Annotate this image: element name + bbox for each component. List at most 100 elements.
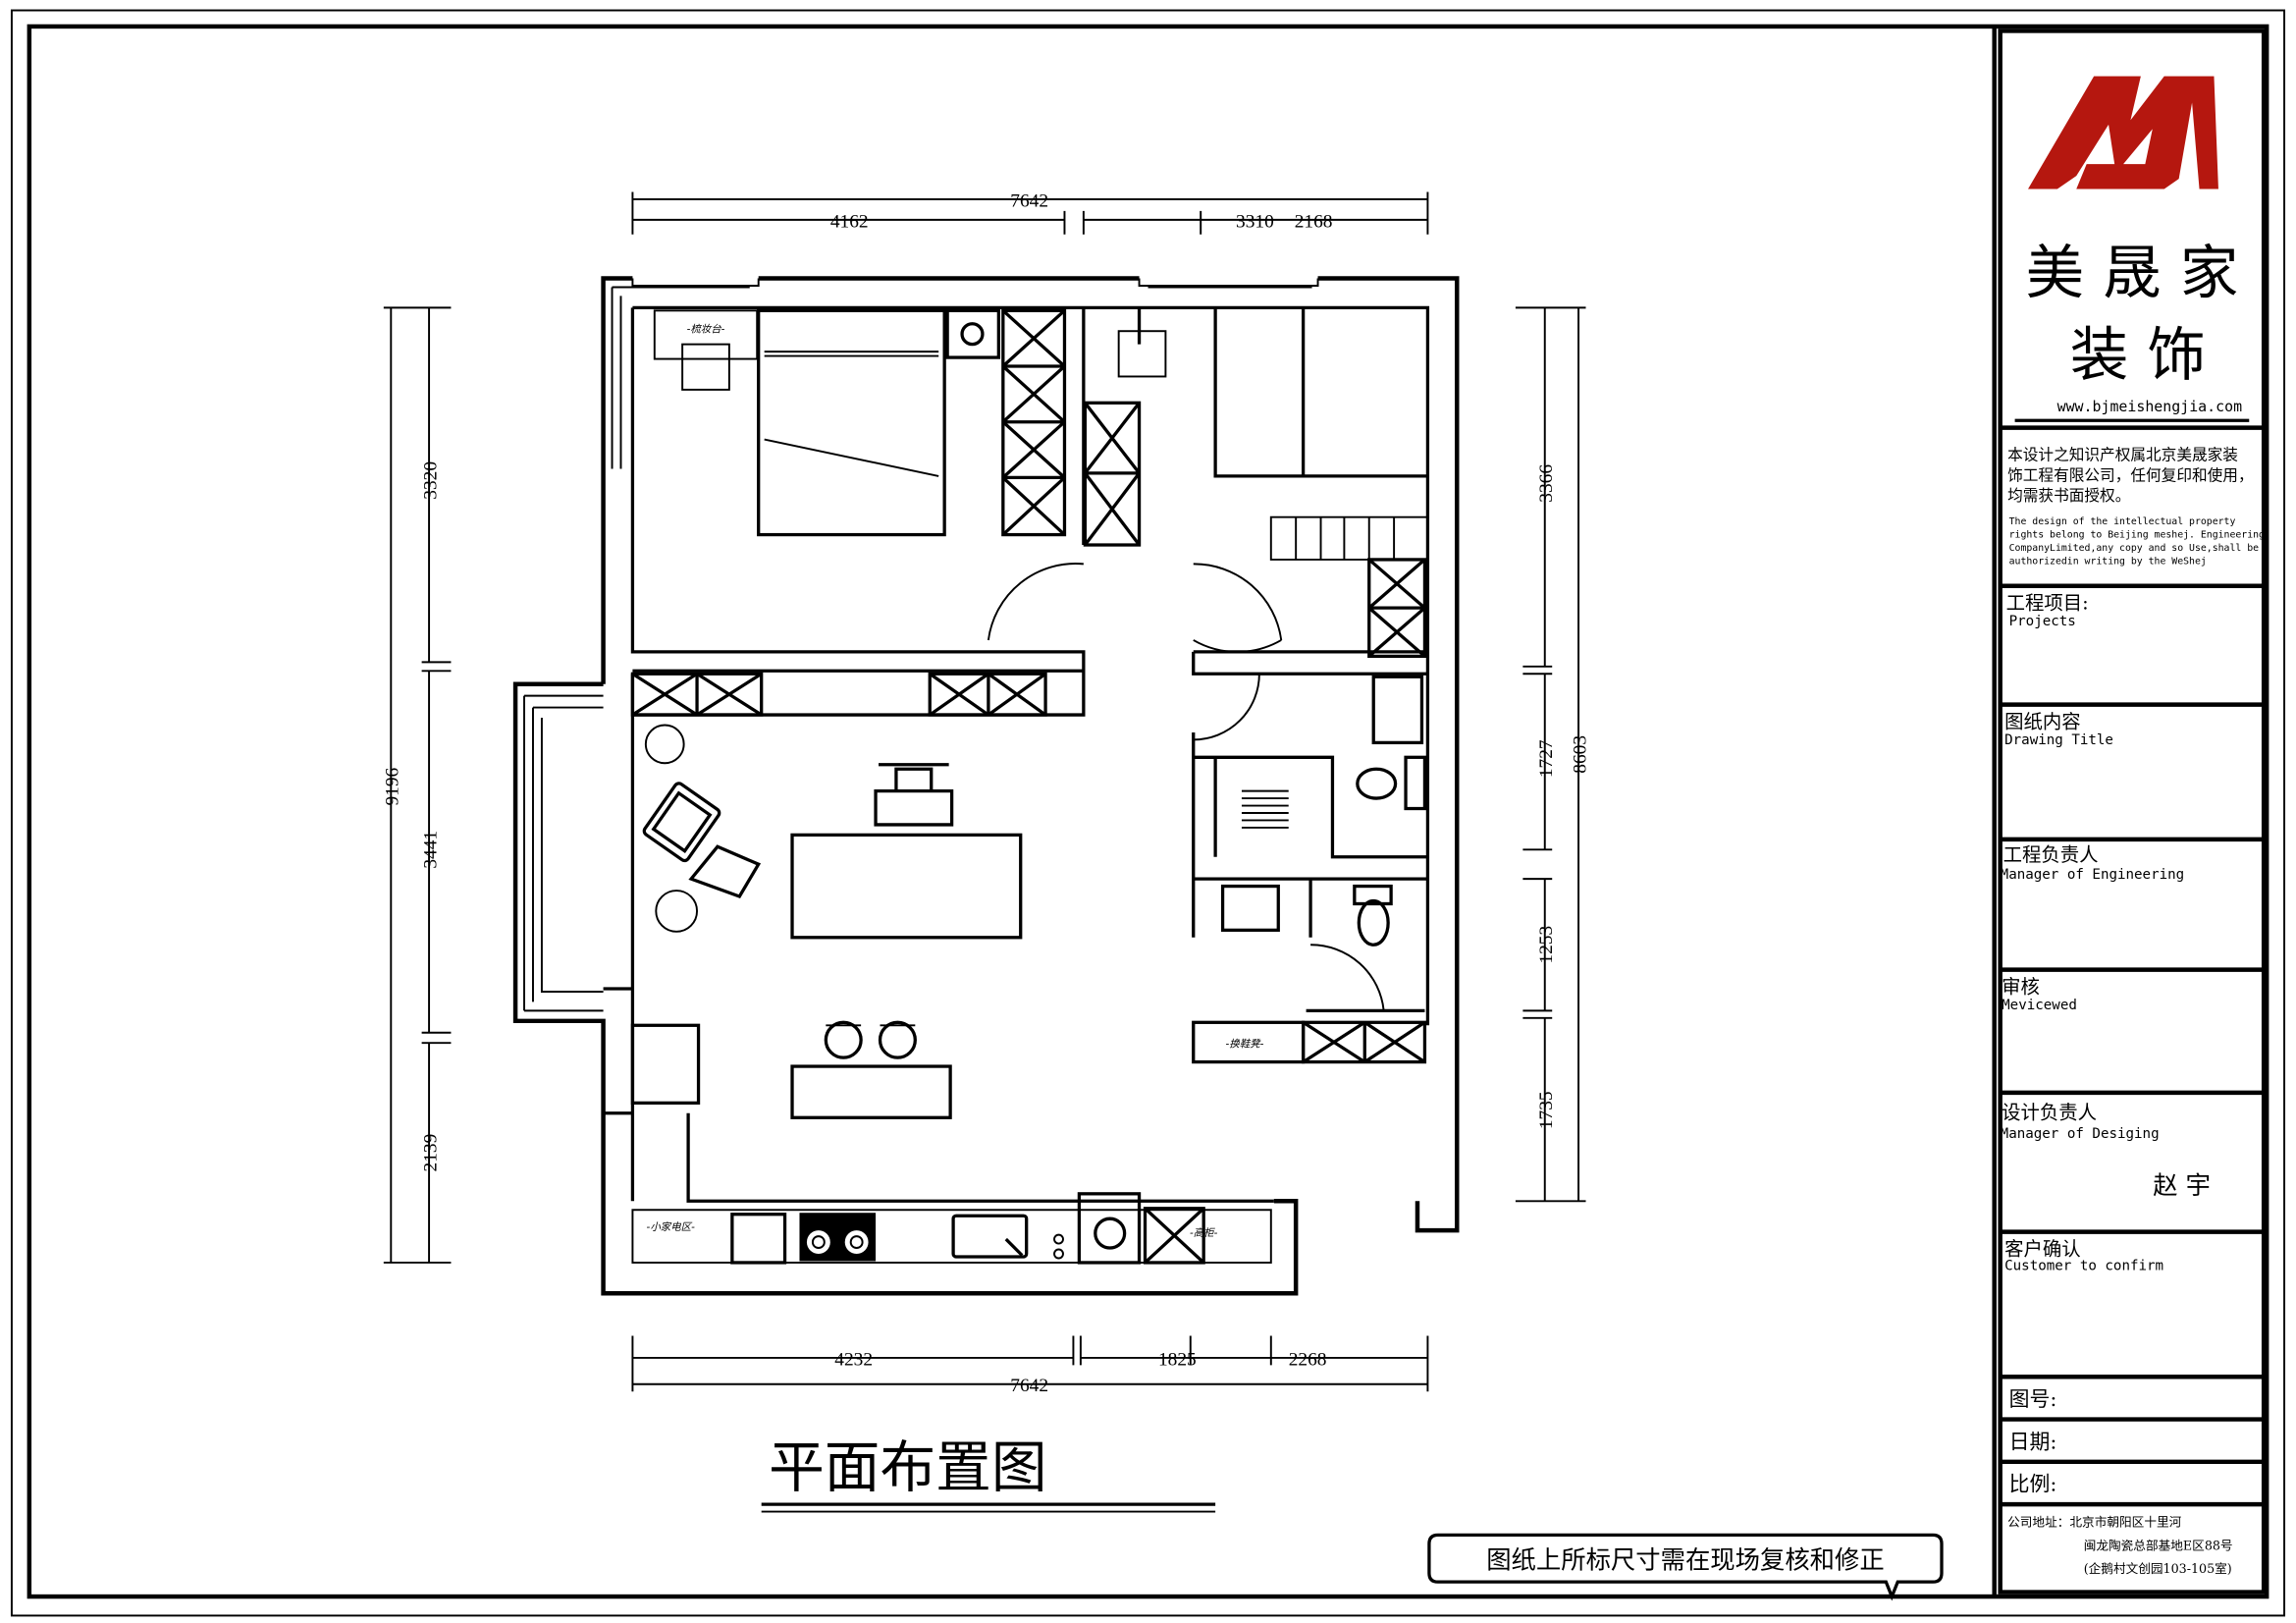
wardrobe [1083,401,1142,547]
field-label-cn: 客户确认 [2004,1237,2081,1260]
faucet [1004,1237,1024,1257]
dim-right-b: 1727 [1536,739,1557,778]
company-name-line1: 美 晟 家 [2025,240,2238,307]
tall-cabinet-label: -高柜- [1190,1227,1218,1239]
copyright-en-line: CompanyLimited,any copy and so Use,shall… [2009,543,2260,554]
address-line: (企鹅村文创园103-105室) [2084,1561,2232,1576]
nightstand [945,308,1000,359]
burner-icon [844,1230,869,1254]
drawing-number-label: 图号: [2009,1387,2057,1411]
field-label-cn: 工程负责人 [2003,843,2099,866]
cabinet [630,1023,701,1105]
appliance-zone-label: -小家电区- [647,1221,696,1233]
washbasin [1371,675,1424,745]
logo-shape [2028,76,2218,189]
washing-machine [1077,1192,1142,1265]
dimension-line-top [631,191,1429,235]
dimension-line-bottom [631,1335,1429,1392]
copyright-en-line: rights belong to Beijing meshej. Enginee… [2009,530,2265,541]
scale-label: 比例: [2009,1473,2057,1496]
dimension-line-right [1515,306,1586,1203]
dim-bottom-c: 2268 [1289,1349,1327,1370]
armchair [642,782,721,863]
stairs [1269,515,1429,561]
washbasin [1220,884,1280,932]
dim-bottom-a: 4232 [834,1349,873,1370]
tall-cabinet [1143,1207,1205,1265]
toilet [1356,767,1398,800]
bed-detail [764,351,939,477]
dim-right-c: 1253 [1536,926,1557,964]
shoe-cabinet [1301,1008,1427,1064]
knob [1053,1233,1064,1245]
dimension-line-left [383,306,452,1264]
field-label-en: Mevicewed [2002,998,2077,1013]
field-label-cn: 审核 [2002,975,2040,998]
dim-right-d: 1735 [1536,1091,1557,1129]
chair [874,763,954,827]
dim-top-total: 7642 [1010,190,1048,211]
dresser-label: -梳妆台- [687,324,725,336]
dim-bottom-total: 7642 [1010,1376,1048,1396]
copyright-cn-line: 均需获书面授权。 [2007,486,2130,505]
interior-wall [603,305,1430,1203]
field-label-en: Customer to confirm [2004,1258,2163,1273]
window [611,278,1319,469]
radiator [1241,789,1289,829]
side-table [655,890,699,933]
dim-top-a: 4162 [830,211,869,232]
dimensions: 7642 4162 3310 2168 4232 1825 2268 7642 … [383,190,1591,1396]
field-label-cn: 设计负责人 [2002,1102,2097,1124]
kitchen-counter [631,1209,1272,1264]
note-callout [1427,1533,1944,1601]
doors [987,563,1385,1011]
dim-right-a: 3366 [1536,464,1557,503]
dim-left-b: 3441 [421,831,442,869]
toilet-tank [1404,755,1427,811]
field-label-en: Drawing Title [2004,732,2113,748]
stool [681,343,730,391]
field-label-en: Manager of Desiging [2001,1126,2160,1142]
address-line: 闽龙陶瓷总部基地E区88号 [2084,1538,2233,1552]
dim-bottom-b: 1825 [1158,1349,1197,1370]
dim-left-c: 2139 [421,1134,442,1172]
company-logo [2028,76,2218,189]
field-label-en: Manager of Engineering [2001,867,2185,883]
shoe-bench-label: -换鞋凳- [1226,1039,1264,1051]
burner-icon [806,1230,830,1254]
exterior-wall [512,276,1460,1296]
burner-icon [849,1235,864,1249]
dim-top-b: 3310 [1236,211,1274,232]
field-label-en: Projects [2009,614,2076,629]
field-label-cn: 图纸内容 [2004,710,2081,732]
date-label: 日期: [2009,1430,2057,1453]
walls [512,276,1460,1296]
washer-drum-icon [1094,1217,1127,1250]
sink [951,1214,1029,1259]
furniture: -梳妆台- [630,308,1429,1265]
knob [1053,1248,1064,1260]
lamp-icon [960,322,985,347]
copyright-en-line: The design of the intellectual property [2009,516,2236,527]
storage-cabinet [1367,558,1427,659]
title-block-fields: 工程项目: Projects 图纸内容 Drawing Title 工程负责人 … [2000,583,2265,1576]
toilet [1357,898,1390,947]
dim-top-c: 2168 [1295,211,1333,232]
dim-left-total: 9196 [383,767,403,805]
designer-name: 赵 宇 [2153,1170,2211,1200]
dim-left-a: 3320 [421,461,442,500]
dim-right-total: 8603 [1571,735,1591,774]
company-name-line2: 装 饰 [2070,322,2206,390]
drawing-frame [27,24,2269,1599]
drawing-title: 平面布置图 [769,1435,1046,1500]
burner-icon [811,1235,826,1249]
desk [1117,330,1167,378]
low-cabinet [630,672,1047,717]
copyright-en-line: authorizedin writing by the WeShej [2009,556,2207,567]
armchair [688,844,762,899]
title-block [1998,28,2267,1595]
copyright-cn-line: 本设计之知识产权属北京美晟家装 [2007,445,2238,463]
toilet-tank [1353,884,1393,906]
side-table [644,724,685,765]
